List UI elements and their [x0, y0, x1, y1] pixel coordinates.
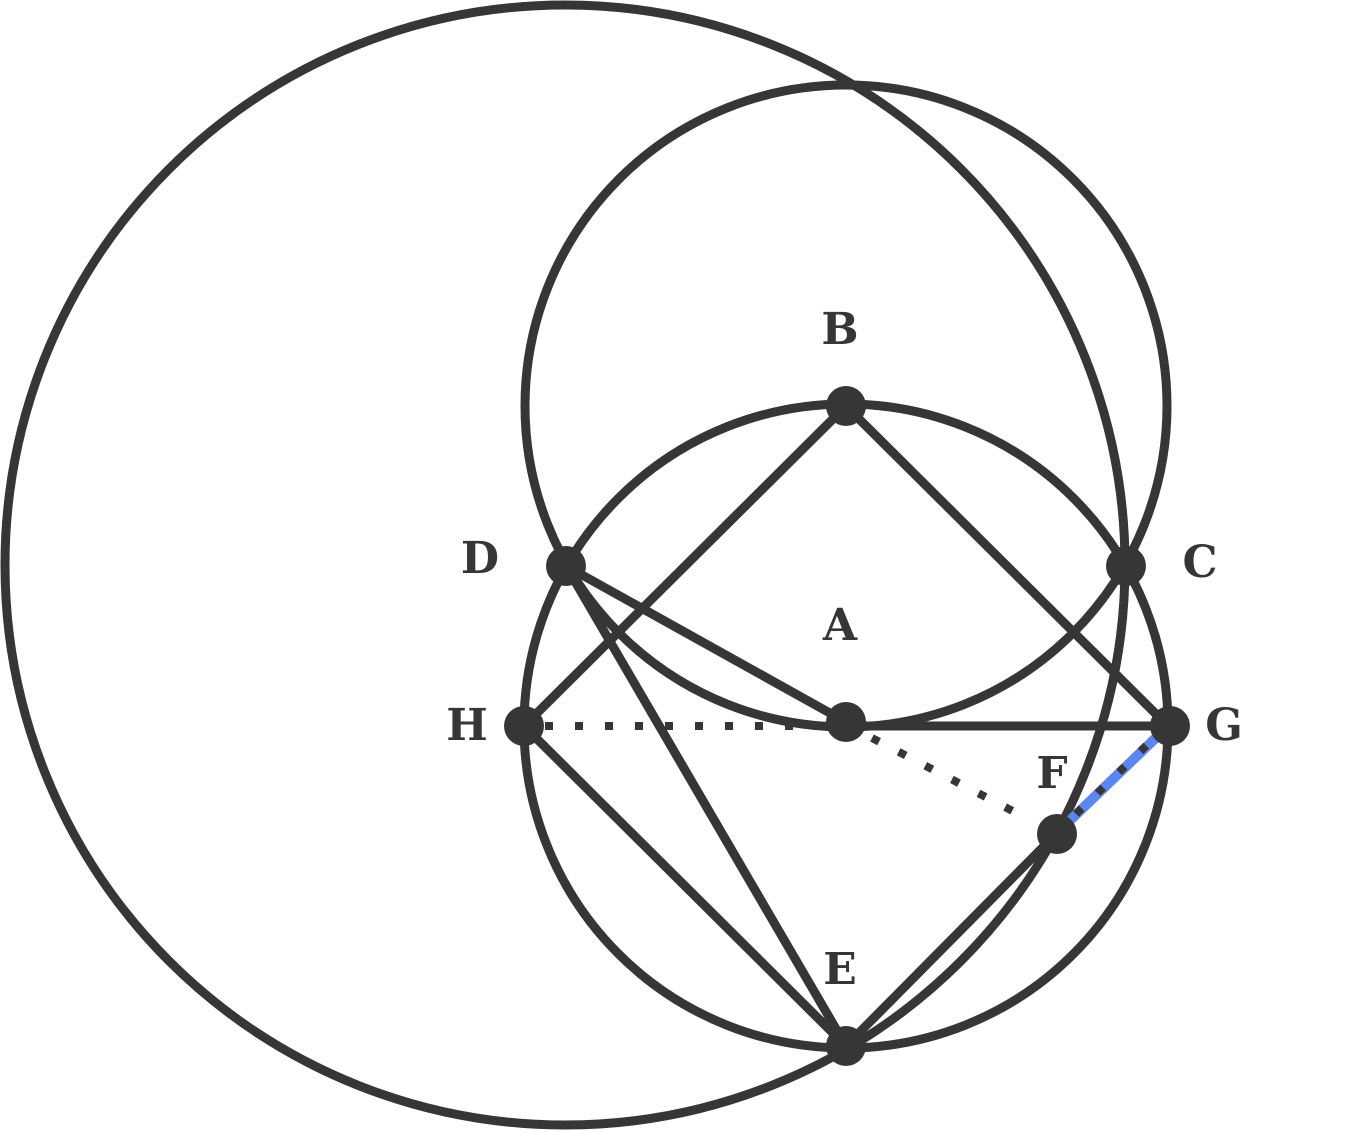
label-F: F [1036, 748, 1067, 799]
point-E [826, 1026, 866, 1066]
segment-FG-highlight [1055, 725, 1169, 835]
point-G [1150, 706, 1190, 746]
segment-BG [841, 401, 1173, 731]
segment-BH [519, 401, 851, 731]
label-C: C [1182, 537, 1217, 588]
label-E: E [823, 944, 857, 995]
label-A: A [822, 600, 858, 651]
label-D: D [461, 533, 499, 584]
segment-HE [519, 721, 851, 1051]
dotted-segment-AF [870, 734, 1032, 824]
segment-EF [841, 829, 1061, 1051]
point-H [504, 706, 544, 746]
point-A [826, 702, 866, 742]
point-D [546, 546, 586, 586]
point-C [1106, 546, 1146, 586]
label-B: B [821, 304, 858, 355]
label-G: G [1205, 700, 1243, 751]
label-H: H [446, 700, 488, 751]
point-F [1037, 814, 1077, 854]
segment-DE [561, 561, 851, 1051]
segment-DA [561, 561, 851, 727]
point-B [826, 386, 866, 426]
